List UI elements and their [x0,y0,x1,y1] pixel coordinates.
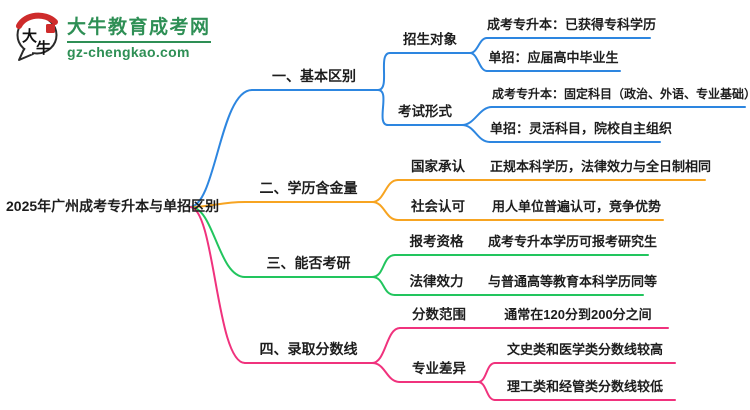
leaf-eligibility-detail: 成考专升本学历可报考研究生 [488,234,658,249]
logo-seal [46,24,55,33]
branch-degree-value-connectors [189,179,706,221]
leaf-major-high: 文史类和医学类分数线较高 [506,342,663,357]
logo-mark-char-2: 牛 [36,39,51,57]
leaf-legal-effect-detail: 与普通高等教育本科学历同等 [488,274,658,289]
logo-title: 大牛教育成考网 [67,17,211,38]
leaf-score-range-detail: 通常在120分到200分之间 [504,307,652,322]
branch-degree-value-label: 二、学历含金量 [259,180,358,196]
node-social-recognition: 社会认可 [411,199,465,214]
leaf-target-chengkao: 成考专升本：已获得专科学历 [487,17,657,32]
node-state-recognized: 国家承认 [411,159,465,174]
leaf-target-danzhao: 单招：应届高中毕业生 [488,50,619,65]
node-enrollment-target: 招生对象 [403,32,457,47]
node-major-difference: 专业差异 [412,361,466,376]
root-node: 2025年广州成考专升本与单招区别 [6,198,220,214]
branch-basic-difference-label: 一、基本区别 [272,68,356,84]
logo-domain: gz-chengkao.com [67,44,190,60]
daniu-logo-icon: 大 牛 [16,12,58,61]
branch-basic-difference-connectors [189,37,746,208]
node-legal-effect: 法律效力 [409,274,464,289]
logo-mark-char-1: 大 [22,27,37,45]
logo-divider [67,41,211,43]
leaf-social-recognition-detail: 用人单位普遍认可，竞争优势 [491,199,661,214]
node-score-range: 分数范围 [412,307,466,322]
logo-text-block: 大牛教育成考网 gz-chengkao.com [67,12,211,60]
branch-admission-score-label: 四、录取分数线 [259,341,358,357]
node-exam-format: 考试形式 [398,104,452,119]
branch-postgraduate-label: 三、能否考研 [266,255,351,271]
branch-postgraduate-connectors [189,205,649,296]
leaf-state-recognized-detail: 正规本科学历，法律效力与全日制相同 [490,159,712,174]
leaf-exam-chengkao: 成考专升本：固定科目（政治、外语、专业基础） [492,87,750,101]
node-application-eligibility: 报考资格 [409,234,464,249]
leaf-exam-danzhao: 单招：灵活科目，院校自主组织 [490,121,673,136]
leaf-major-low: 理工类和经管类分数线较低 [506,379,663,394]
branch-admission-score-connectors [189,206,676,401]
site-logo: 大 牛 大牛教育成考网 gz-chengkao.com [12,10,211,62]
